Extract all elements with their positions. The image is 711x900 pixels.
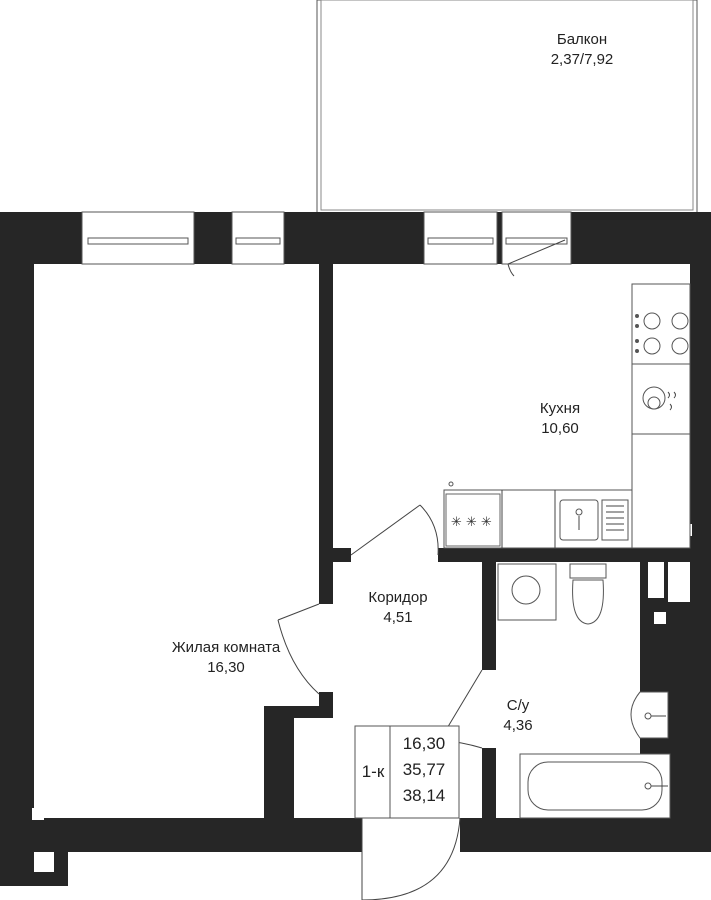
- living-area-total: 16,30: [403, 734, 446, 753]
- counter-bottom: [443, 489, 633, 549]
- bathroom-area: 4,36: [503, 717, 532, 734]
- kitchen-area: 10,60: [541, 420, 579, 437]
- svg-text:✳ ✳ ✳: ✳ ✳ ✳: [451, 515, 492, 530]
- window-kitchen: [423, 211, 498, 265]
- balcony-name: Балкон: [557, 31, 607, 48]
- kitchen-sink: [559, 499, 629, 541]
- window-living-small: [231, 211, 285, 265]
- corridor-area: 4,51: [383, 609, 412, 626]
- kitchen-name: Кухня: [540, 400, 580, 417]
- balcony-area: 2,37/7,92: [551, 51, 614, 68]
- bathtub: [519, 753, 671, 819]
- corridor-name: Коридор: [368, 589, 427, 606]
- living-area: 16,30: [207, 659, 245, 676]
- cooktop: ✳ ✳ ✳: [445, 481, 501, 547]
- bathroom-name: С/у: [507, 697, 530, 714]
- washing-machine: [497, 563, 557, 621]
- total-area-with-balcony: 38,14: [403, 786, 446, 805]
- summary-box: [354, 725, 460, 819]
- toilet: [569, 563, 607, 625]
- stove: [631, 283, 691, 365]
- counter-side: [631, 433, 691, 549]
- living-name: Жилая комната: [172, 639, 281, 656]
- total-area: 35,77: [403, 760, 446, 779]
- washbasin: [630, 691, 669, 739]
- apartment-type: 1-к: [362, 762, 385, 781]
- window-living: [81, 211, 195, 265]
- balcony-door[interactable]: [501, 211, 572, 277]
- door-kitchen[interactable]: [350, 504, 439, 556]
- door-living[interactable]: [277, 603, 320, 695]
- entrance-door[interactable]: [361, 817, 461, 900]
- balcony[interactable]: [316, 0, 698, 215]
- boiler: [631, 363, 691, 435]
- interior-walls: [264, 264, 664, 818]
